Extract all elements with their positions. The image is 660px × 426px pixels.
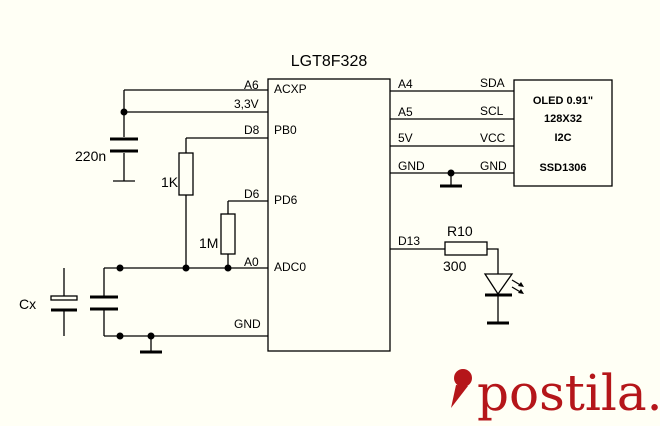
cx-right-plates bbox=[90, 295, 118, 311]
watermark: postila.ru bbox=[451, 364, 660, 422]
net-label-d13: D13 bbox=[398, 234, 420, 248]
resistor-1k bbox=[178, 152, 194, 196]
cap-220n-ground bbox=[113, 153, 135, 182]
oled-module bbox=[513, 79, 613, 187]
pin-label-pd6: PD6 bbox=[274, 193, 298, 207]
resistor-r10-value: 300 bbox=[443, 258, 467, 274]
pin-label-pb0: PB0 bbox=[274, 123, 297, 137]
oled-line-2: 128X32 bbox=[544, 113, 582, 125]
mcu-body bbox=[267, 78, 391, 352]
resistor-1k-label: 1K bbox=[161, 174, 179, 190]
oled-pin-scl: SCL bbox=[480, 104, 504, 118]
oled-pin-vcc: VCC bbox=[480, 131, 506, 145]
net-label-a0: A0 bbox=[244, 255, 259, 269]
mcu-title: LGT8F328 bbox=[291, 53, 368, 70]
wire-d8 bbox=[185, 137, 268, 153]
pin-label-acxp: ACXP bbox=[274, 82, 307, 96]
net-label-d6: D6 bbox=[244, 187, 260, 201]
junction-adc0-a bbox=[116, 264, 124, 272]
net-label-gnd-right: GND bbox=[398, 159, 425, 173]
wire-r10-led bbox=[487, 248, 499, 274]
junction-3v3 bbox=[120, 108, 128, 116]
oled-pin-gnd: GND bbox=[480, 159, 507, 173]
net-label-5v: 5V bbox=[398, 131, 413, 145]
wire-d6 bbox=[227, 200, 268, 214]
oled-line-4: SSD1306 bbox=[539, 162, 586, 174]
cx-label: Cx bbox=[19, 296, 36, 312]
resistor-r10 bbox=[444, 241, 488, 256]
junction-adc0-c bbox=[224, 264, 232, 272]
watermark-pin-icon bbox=[451, 369, 472, 408]
cap-220n-plates bbox=[110, 137, 138, 153]
junction-gnd-a bbox=[116, 332, 124, 340]
net-label-a6: A6 bbox=[244, 78, 259, 92]
watermark-text: postila.ru bbox=[477, 364, 660, 422]
net-label-a4: A4 bbox=[398, 77, 413, 91]
junction-adc0-b bbox=[182, 264, 190, 272]
cx-plate-hollow bbox=[50, 295, 78, 301]
net-label-a5: A5 bbox=[398, 105, 413, 119]
oled-line-3: I2C bbox=[554, 132, 571, 144]
pin-label-adc0: ADC0 bbox=[274, 260, 306, 274]
oled-line-1: OLED 0.91" bbox=[533, 95, 593, 107]
net-label-3v3: 3,3V bbox=[234, 97, 259, 111]
oled-pin-sda: SDA bbox=[480, 76, 505, 90]
net-label-d8: D8 bbox=[244, 123, 260, 137]
net-label-gnd-left: GND bbox=[234, 317, 261, 331]
resistor-1m-label: 1M bbox=[199, 235, 218, 251]
led-triangle bbox=[483, 273, 514, 296]
resistor-r10-name: R10 bbox=[447, 223, 473, 239]
led-light-arrows bbox=[511, 279, 524, 294]
resistor-1m bbox=[220, 213, 236, 255]
cap-220n-label: 220n bbox=[75, 148, 106, 164]
